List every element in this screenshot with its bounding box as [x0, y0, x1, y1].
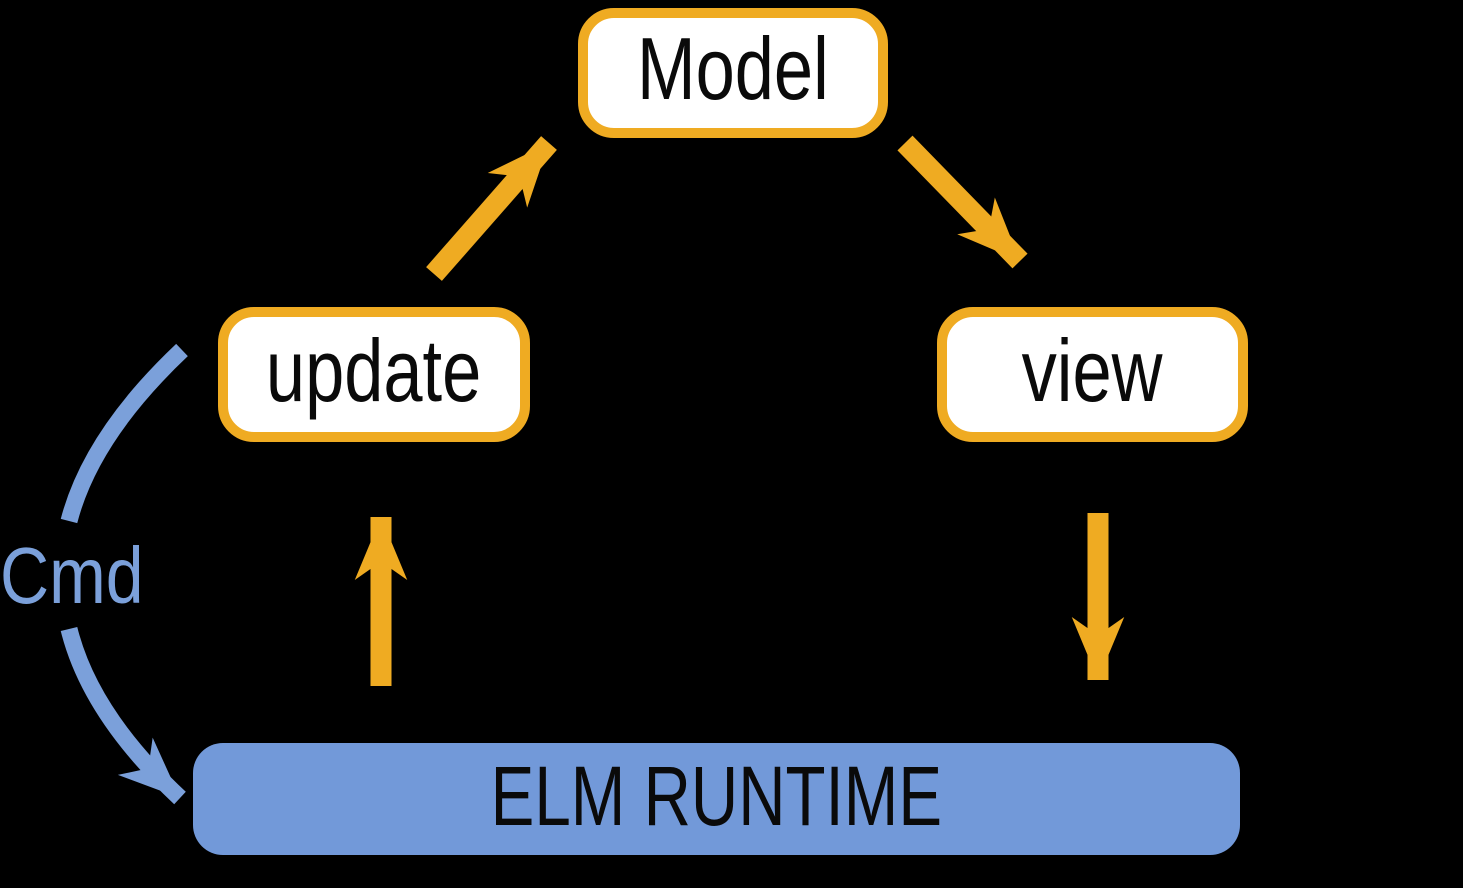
elm-runtime-label: ELM RUNTIME — [490, 749, 943, 843]
cmd-edge-label: Cmd — [0, 531, 144, 620]
node-update: update — [218, 307, 530, 442]
node-view: view — [937, 307, 1248, 442]
node-elm-runtime: ELM RUNTIME — [193, 743, 1240, 855]
node-update-label: update — [266, 320, 482, 420]
node-model-label: Model — [637, 19, 829, 118]
arrow-model-to-view — [897, 135, 1028, 269]
arrow-cmd-upper-segment — [60, 343, 188, 524]
arrow-update-to-model — [426, 136, 557, 281]
arrow-cmd-lower-segment — [60, 626, 186, 805]
node-view-label: view — [1022, 320, 1163, 420]
node-model: Model — [578, 8, 888, 138]
